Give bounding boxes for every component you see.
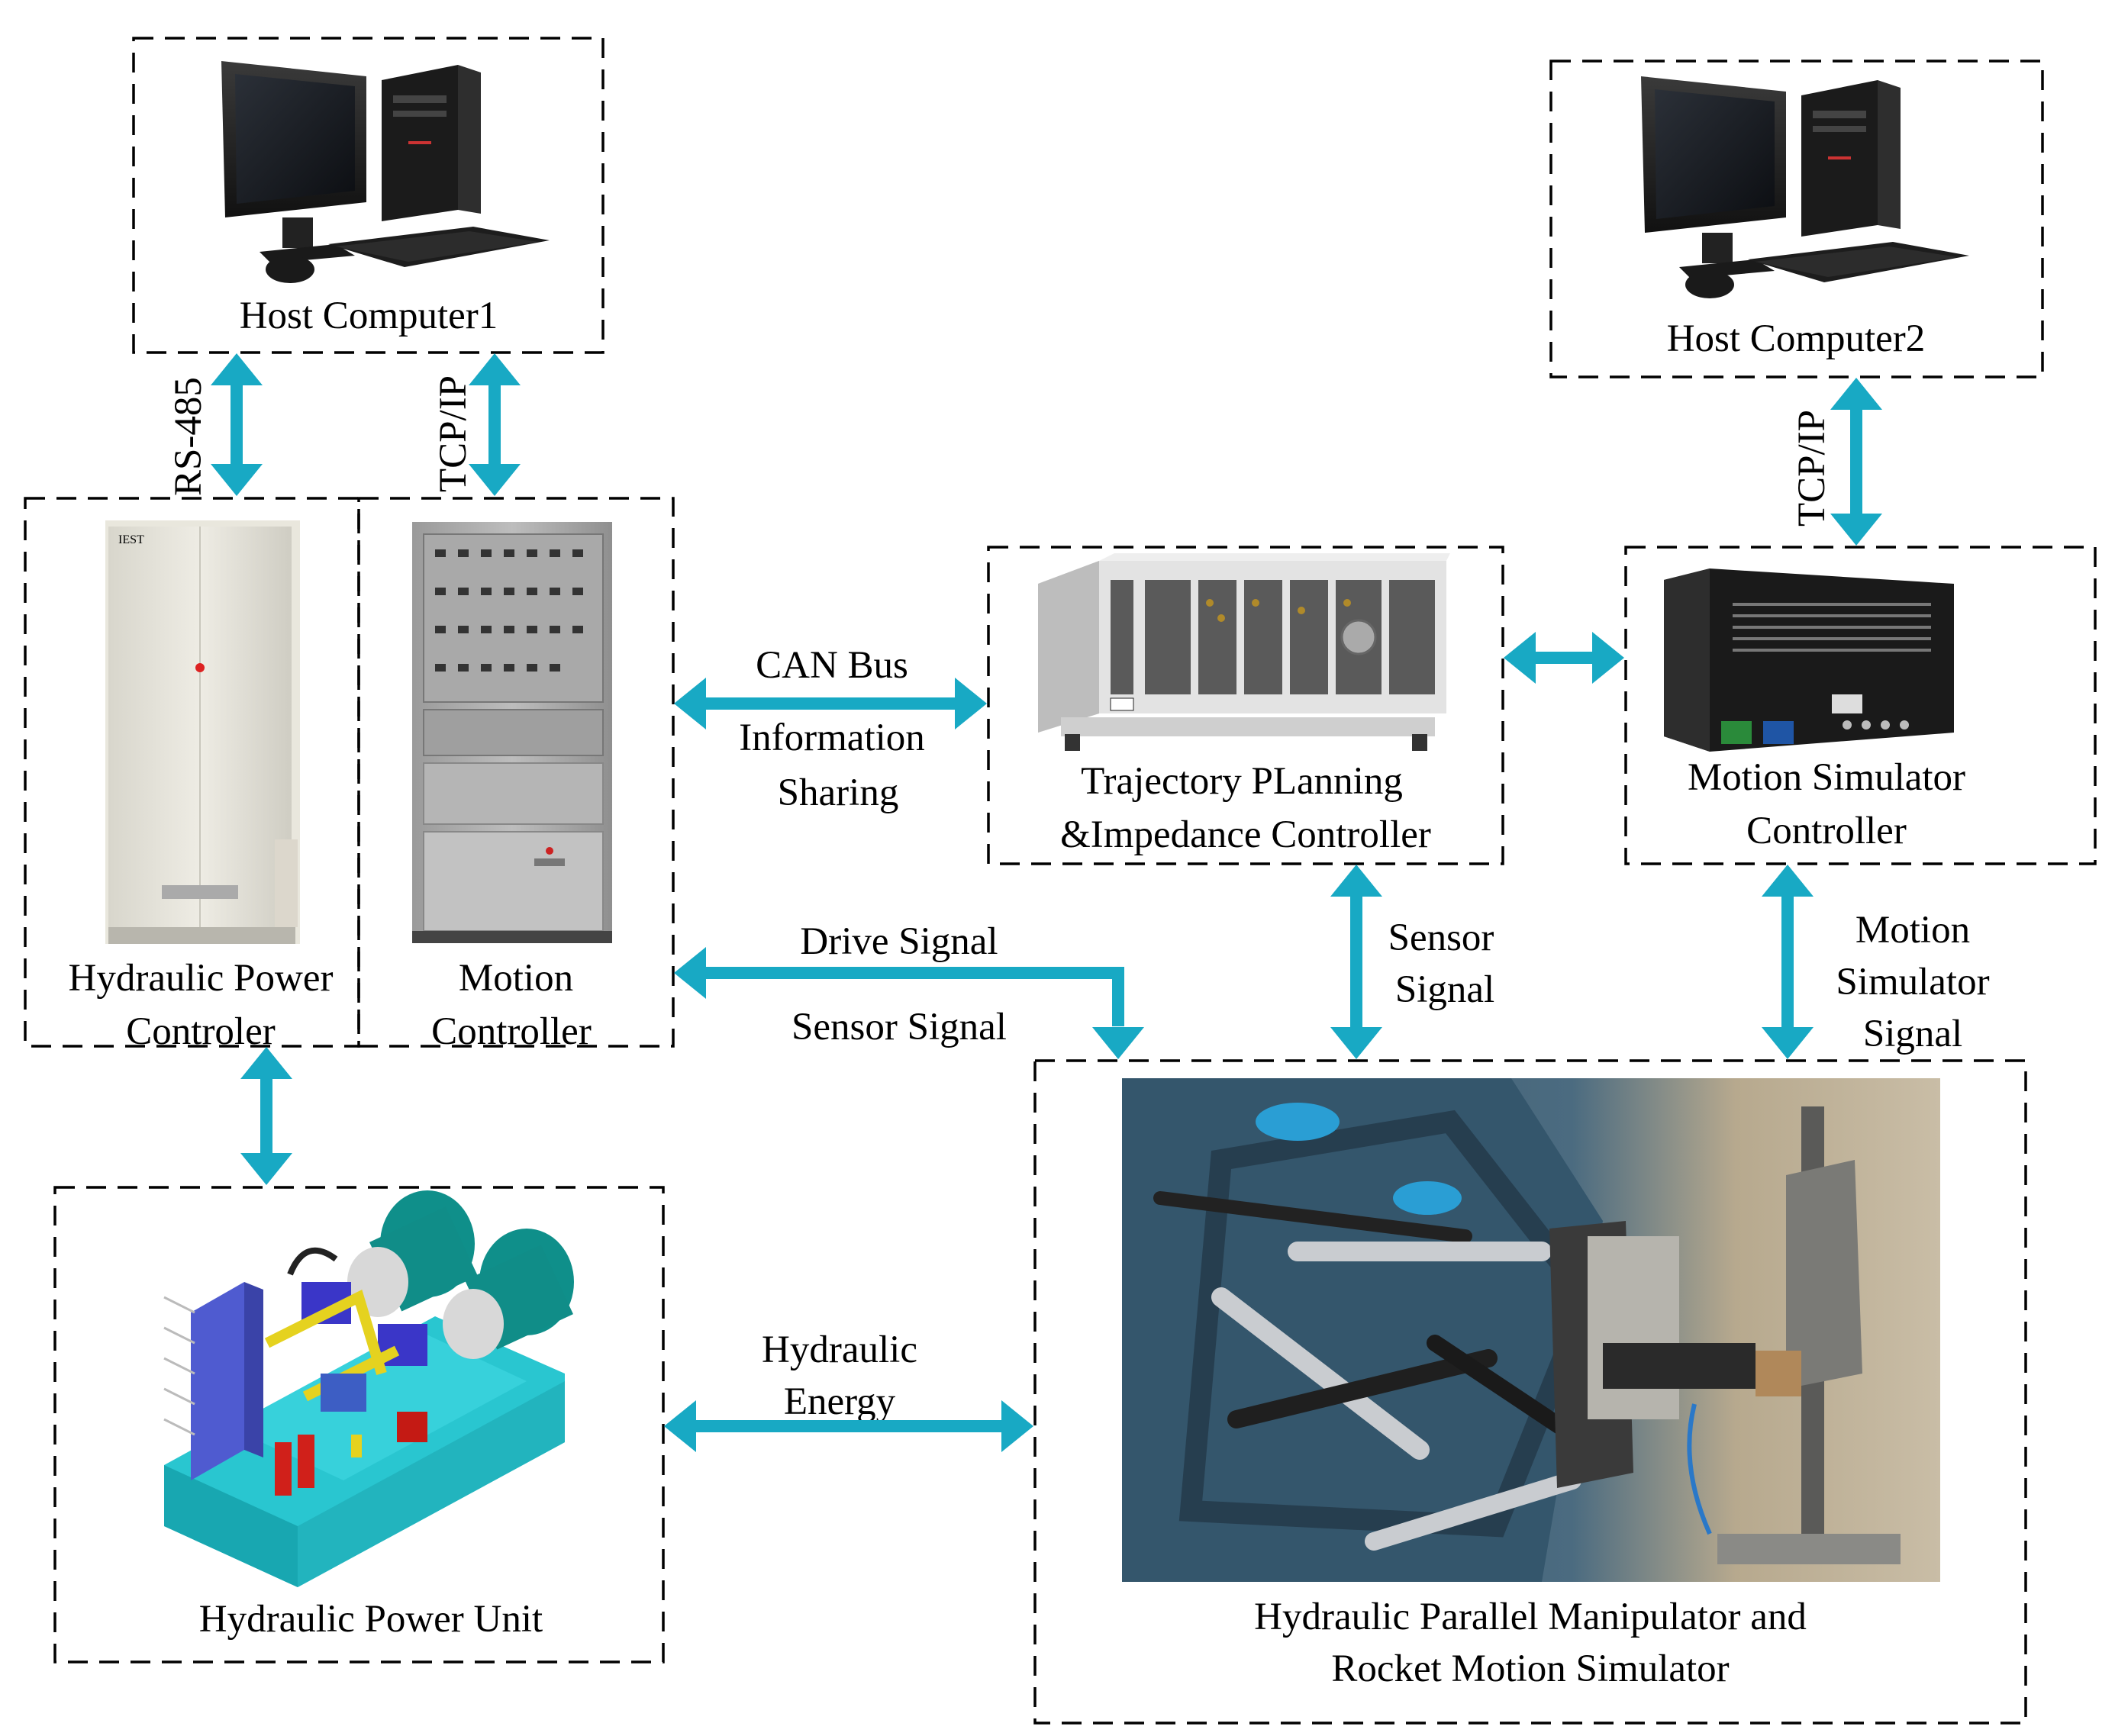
hydraulic-energy-arrow-head-end (1001, 1400, 1033, 1452)
can-bus-label-3: Sharing (778, 771, 899, 814)
sensor-signal-arrow-head-end (1330, 1027, 1382, 1059)
power-controller-to-unit-arrow-head-start (240, 1047, 292, 1079)
host-computer-2-box (1549, 60, 2044, 378)
drive-sensor-signal-head-end (1092, 1027, 1144, 1059)
hydraulic-power-unit-box (53, 1186, 665, 1664)
motion-simulator-signal-arrow-head-end (1762, 1027, 1814, 1059)
drive-sensor-signal-head-start (674, 947, 706, 999)
trajectory-controller-label-2: &Impedance Controller (1060, 813, 1431, 856)
sensor-signal-vertical-label-2: Signal (1395, 968, 1494, 1011)
motion-simulator-controller-label-2: Controller (1746, 810, 1907, 852)
hydraulic-energy-label-1: Hydraulic (762, 1329, 917, 1371)
motion-controller-label-2: Controller (431, 1010, 592, 1053)
tcpip-2-arrow-head-end (1830, 514, 1882, 546)
host-computer-2-label: Host Computer2 (1667, 317, 1926, 360)
svg-text:IEST: IEST (118, 533, 144, 546)
trajectory-controller-label-1: Trajectory PLanning (1081, 760, 1403, 803)
sensor-signal-vertical-label-1: Sensor (1388, 916, 1494, 959)
trajectory-to-simulator-controller-arrow-head-end (1592, 632, 1624, 684)
sensor-signal-arrow-head-start (1330, 865, 1382, 897)
drive-signal-label: Drive Signal (800, 920, 998, 963)
can-bus-label-2: Information (739, 717, 925, 759)
manipulator-label-2: Rocket Motion Simulator (1331, 1647, 1729, 1690)
motion-controller-box (357, 497, 675, 1048)
host-computer-1-box (132, 37, 605, 354)
electrical-cabinet-icon: IEST (105, 520, 300, 944)
hydraulic-power-controller-label-1: Hydraulic Power (69, 957, 334, 1000)
motion-simulator-signal-label-2: Simulator (1836, 961, 1989, 1003)
sensor-signal-label: Sensor Signal (792, 1006, 1007, 1048)
rs485-arrow-head-start (211, 353, 263, 385)
motion-simulator-signal-label-3: Signal (1863, 1013, 1962, 1055)
drive-sensor-signal-shaft (702, 967, 1124, 1026)
desktop-computer-icon (1641, 76, 1969, 298)
rs485-label: RS-485 (167, 377, 210, 496)
motion-simulator-controller-label-1: Motion Simulator (1688, 756, 1965, 799)
tcpip-1-arrow-head-start (469, 353, 521, 385)
control-cabinet-icon (412, 522, 612, 943)
parallel-manipulator-photo (1122, 1078, 1940, 1582)
motion-simulator-controller-box (1624, 546, 2097, 865)
host-computer-1-label: Host Computer1 (240, 295, 498, 337)
manipulator-box (1033, 1059, 2027, 1725)
hydraulic-power-controller-label-2: Controler (126, 1010, 275, 1053)
tcpip-2-label: TCP/IP (1791, 410, 1833, 527)
hydraulic-power-unit-label: Hydraulic Power Unit (199, 1598, 543, 1641)
rs485-arrow-head-end (211, 464, 263, 496)
tcpip-2-arrow-head-start (1830, 378, 1882, 410)
can-bus-arrow-head-start (674, 678, 706, 730)
motion-simulator-signal-arrow-head-start (1762, 865, 1814, 897)
can-bus-label-1: CAN Bus (756, 644, 908, 687)
hydraulic-pump-unit-icon (163, 1190, 574, 1587)
power-controller-to-unit-arrow-head-end (240, 1153, 292, 1185)
motion-simulator-signal-label-1: Motion (1855, 909, 1970, 952)
hydraulic-energy-label-2: Energy (784, 1380, 896, 1423)
trajectory-controller-box (987, 546, 1504, 865)
pxi-chassis-icon (1038, 553, 1450, 751)
connection-arrows (211, 353, 1882, 1452)
trajectory-to-simulator-controller-arrow-head-start (1504, 632, 1536, 684)
manipulator-label-1: Hydraulic Parallel Manipulator and (1254, 1596, 1807, 1638)
can-bus-arrow-head-end (955, 678, 987, 730)
tcpip-1-arrow-head-end (469, 464, 521, 496)
hydraulic-energy-arrow-head-start (664, 1400, 696, 1452)
tcpip-1-label: TCP/IP (432, 375, 475, 492)
motion-controller-label-1: Motion (459, 957, 573, 1000)
servo-drive-icon (1664, 568, 1954, 752)
desktop-computer-icon (221, 61, 550, 283)
